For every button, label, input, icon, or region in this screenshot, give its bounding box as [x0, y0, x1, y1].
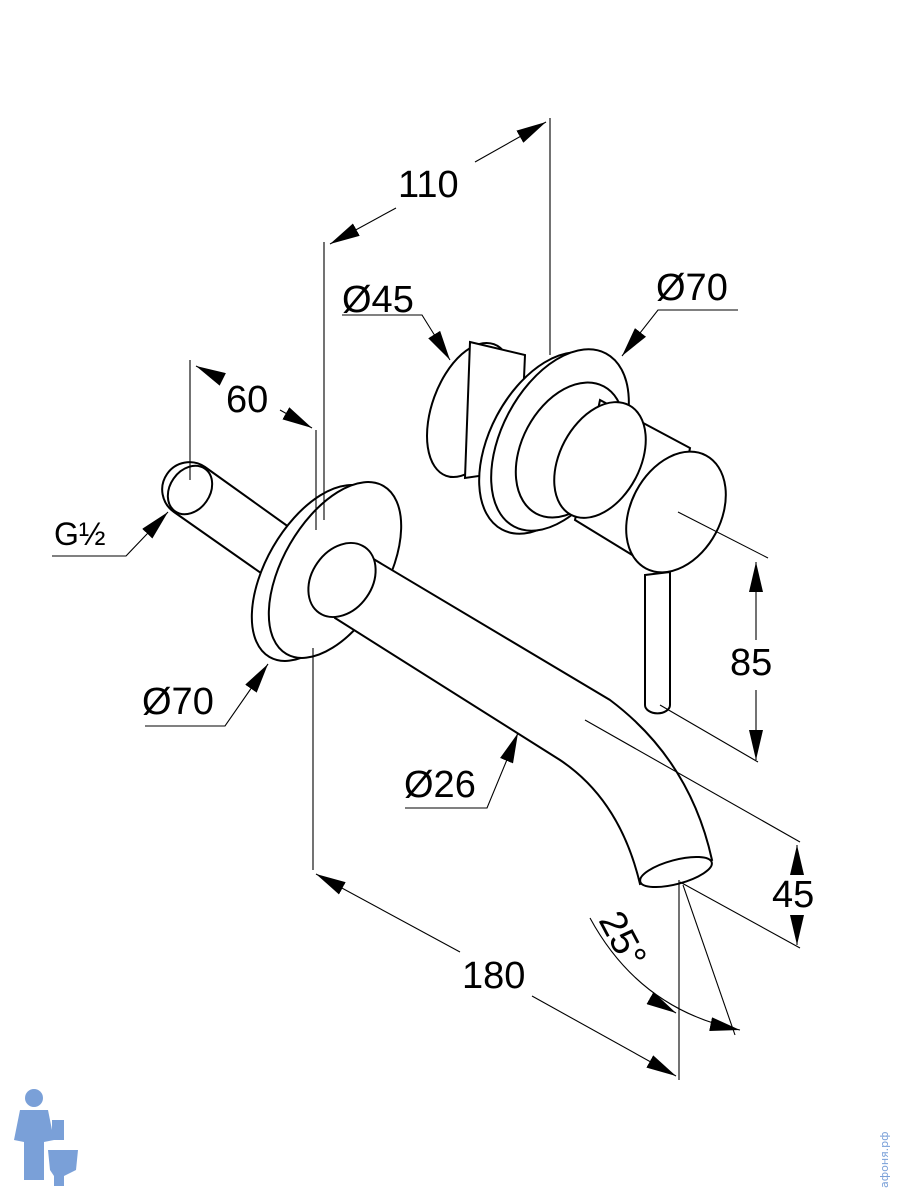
dim-45: 45	[772, 874, 814, 916]
handle-groove	[553, 401, 647, 519]
dim-angle: 25°	[590, 905, 654, 975]
spout-assembly	[161, 461, 801, 889]
dim-rosette-valve-dia: Ø70	[656, 267, 728, 309]
dim-85: 85	[730, 642, 772, 684]
dimension-lines	[52, 121, 804, 1077]
lever	[644, 570, 671, 715]
valve-assembly	[426, 340, 769, 715]
dim-thread: G½	[54, 516, 106, 552]
dim-60: 60	[226, 379, 268, 421]
dim-rosette-spout-dia: Ø70	[142, 681, 214, 723]
watermark: афоня.рф	[14, 1089, 891, 1188]
dim-180: 180	[462, 955, 525, 997]
extension-lines	[189, 118, 801, 1080]
watermark-text: афоня.рф	[878, 1131, 891, 1188]
spout-body	[333, 543, 714, 886]
spout-root	[307, 541, 377, 619]
handle-cap	[625, 450, 727, 574]
cap-axis-line	[677, 511, 769, 559]
dim-cartridge-dia: Ø45	[342, 279, 414, 321]
plumber-logo-icon	[14, 1089, 78, 1186]
spout-axis-line	[584, 719, 801, 843]
dim-110: 110	[398, 164, 459, 206]
dim-spout-dia: Ø26	[404, 764, 476, 806]
inlet-pipe-end	[166, 464, 214, 516]
